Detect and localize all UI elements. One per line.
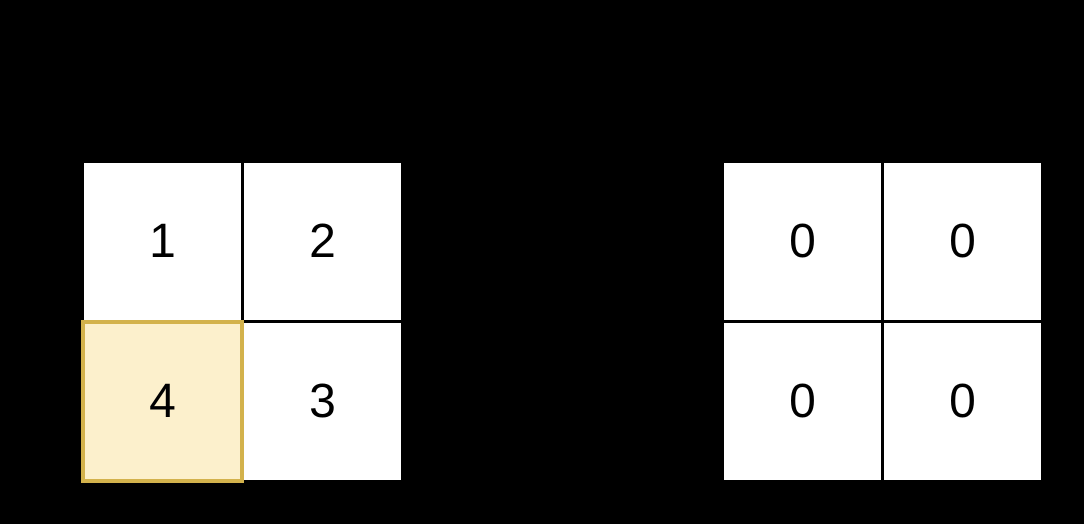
source-grid-cell-r0c1[interactable]: 2 <box>244 163 401 320</box>
target-grid-cell-r1c0[interactable]: 0 <box>724 323 881 480</box>
source-grid: 1 2 4 3 <box>81 163 401 483</box>
source-grid-cell-r1c1[interactable]: 3 <box>244 323 401 480</box>
source-grid-cell-r1c0-selected[interactable]: 4 <box>81 320 244 483</box>
target-grid: 0 0 0 0 <box>724 163 1041 480</box>
target-grid-cell-r0c0[interactable]: 0 <box>724 163 881 320</box>
source-grid-cell-r0c0[interactable]: 1 <box>84 163 241 320</box>
target-grid-cell-r0c1[interactable]: 0 <box>884 163 1041 320</box>
target-grid-cell-r1c1[interactable]: 0 <box>884 323 1041 480</box>
